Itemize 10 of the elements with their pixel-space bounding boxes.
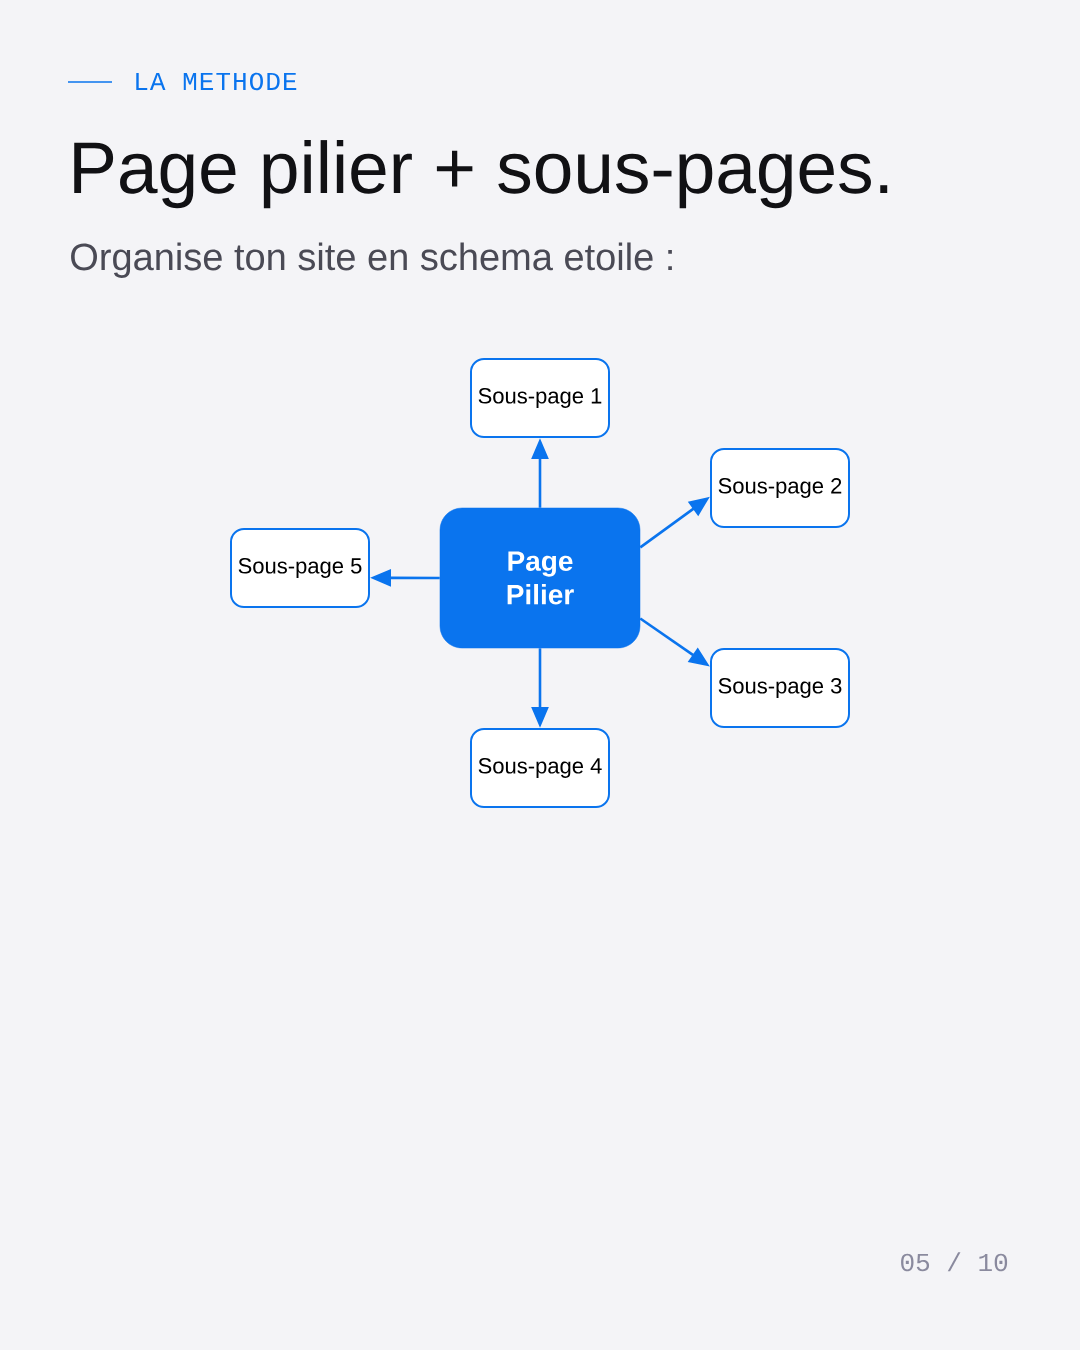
page-box: Sous-page 3: [710, 648, 850, 728]
subtitle: Organise ton site en schema etoile :: [71, 242, 672, 278]
hub-box: Page Pilier: [439, 507, 641, 649]
page-box: Sous-page 4: [470, 728, 610, 808]
page-box: Sous-page 5: [230, 528, 370, 608]
page-box: Sous-page 2: [710, 448, 850, 528]
page-box: Sous-page 1: [470, 358, 610, 438]
section-label: LA METHODE: [136, 72, 297, 91]
page-number: 05 / 10: [901, 1252, 1008, 1272]
title: Page pilier + sous-pages.: [74, 140, 888, 209]
